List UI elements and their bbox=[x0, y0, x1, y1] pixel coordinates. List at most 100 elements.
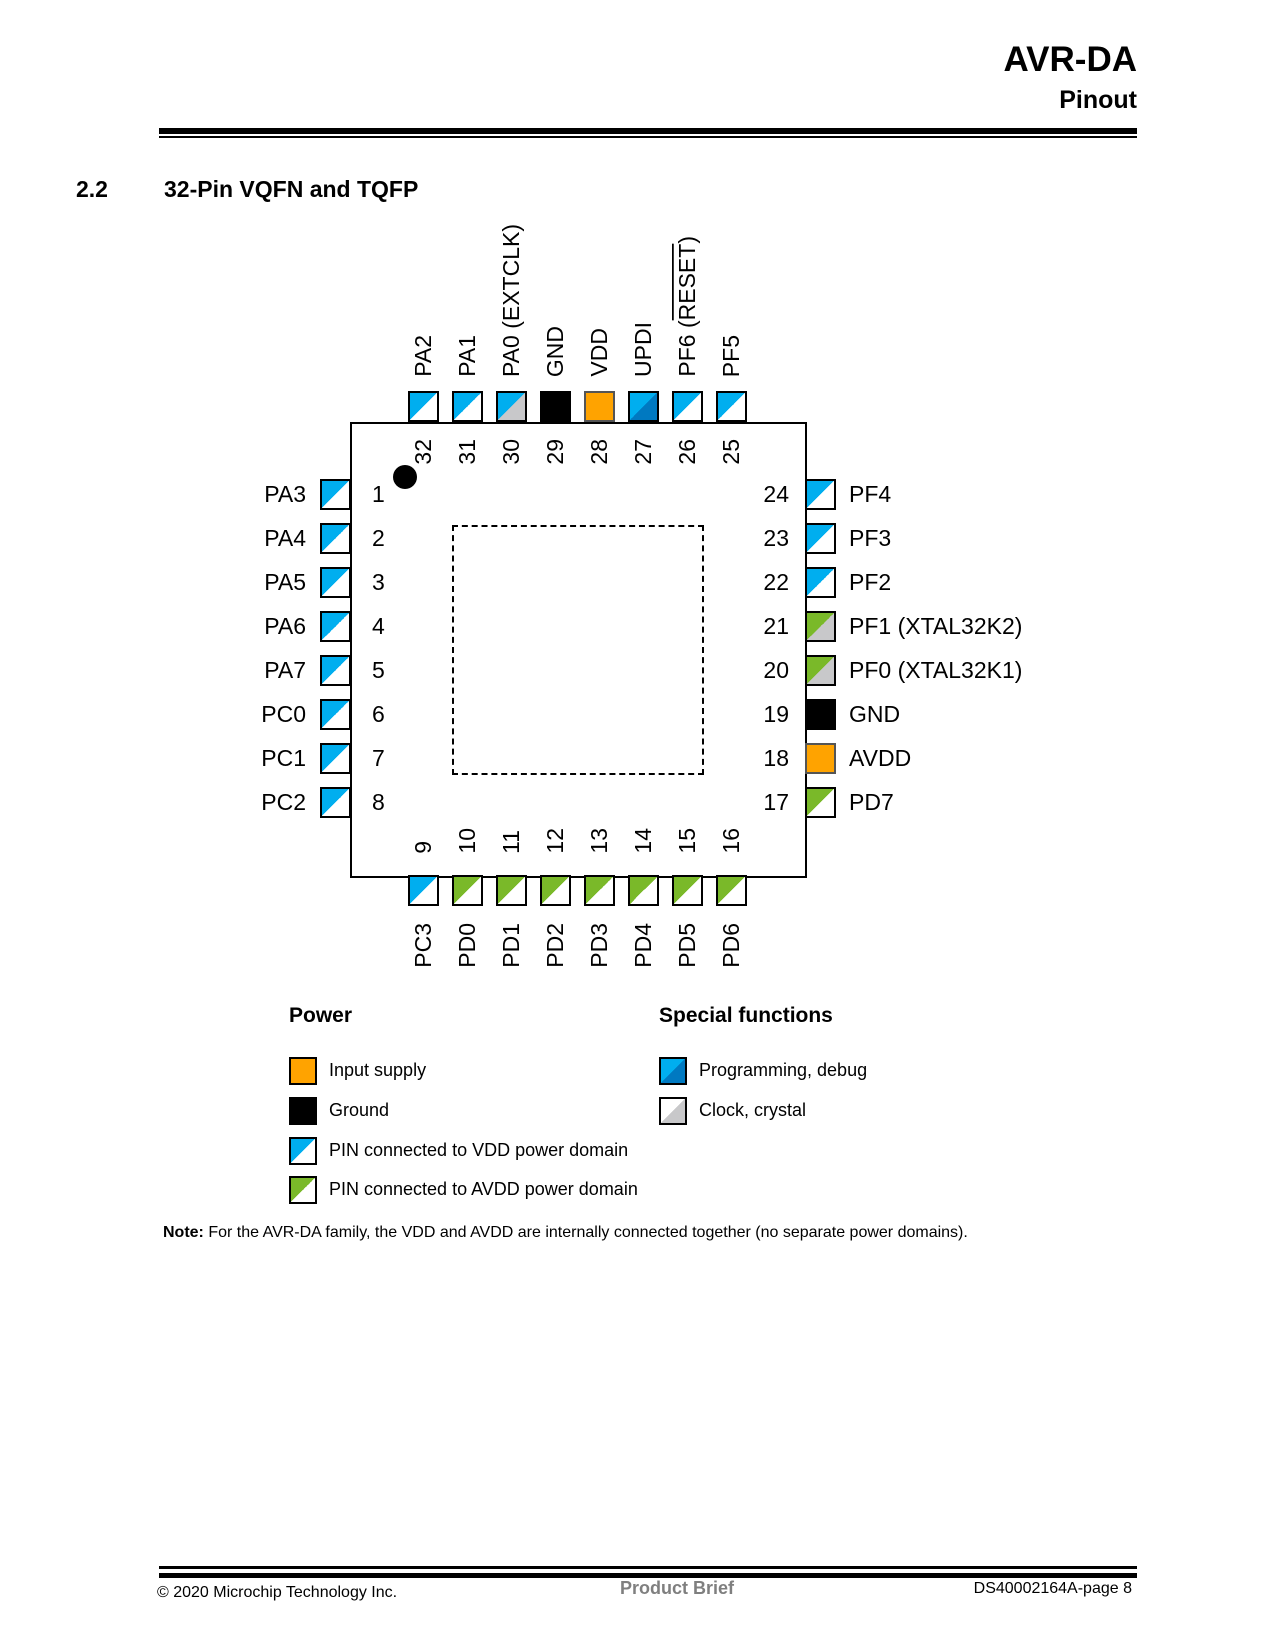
header-rule-thick bbox=[159, 128, 1137, 134]
pin-15-label: PD5 bbox=[674, 923, 700, 968]
section-number: 2.2 bbox=[76, 176, 108, 202]
pin-13-number: 13 bbox=[586, 828, 612, 854]
pin-label-text: PA2 bbox=[410, 335, 436, 377]
footer-copyright: © 2020 Microchip Technology Inc. bbox=[157, 1584, 398, 1601]
pin-label-text: PF4 bbox=[849, 481, 892, 507]
pin-21-number: 21 bbox=[763, 613, 789, 639]
document-title: AVR-DA bbox=[1003, 40, 1137, 79]
pin-15-number: 15 bbox=[674, 828, 700, 854]
pin-label-text: PA3 bbox=[264, 481, 306, 507]
pin-1-number: 1 bbox=[372, 481, 385, 507]
legend-swatch-vdd-prog bbox=[659, 1057, 687, 1085]
pin-label-text: PA5 bbox=[264, 569, 306, 595]
pin-24-marker bbox=[805, 479, 836, 510]
footer-page-number: DS40002164A-page 8 bbox=[973, 1580, 1132, 1597]
pin-1-label: PA3 bbox=[264, 482, 306, 506]
pin-6-number: 6 bbox=[372, 701, 385, 727]
pin-19-label: GND bbox=[849, 702, 900, 726]
pin-22-marker bbox=[805, 567, 836, 598]
legend-label: PIN connected to VDD power domain bbox=[329, 1140, 629, 1160]
pin-17-number: 17 bbox=[763, 789, 789, 815]
pin-25-label: PF5 bbox=[718, 335, 744, 377]
pin-label-text: PC2 bbox=[261, 789, 306, 815]
pin-label-text: GND bbox=[849, 701, 901, 727]
pin-label-text: PA0 (EXTCLK) bbox=[498, 224, 524, 377]
pin-32-number: 32 bbox=[410, 439, 436, 465]
pin-29-marker bbox=[540, 391, 571, 422]
pin-label-text: PA4 bbox=[264, 525, 306, 551]
pin-8-marker bbox=[320, 787, 351, 818]
pin-25-marker bbox=[716, 391, 747, 422]
pin-5-number: 5 bbox=[372, 657, 385, 683]
pin-10-label: PD0 bbox=[454, 923, 480, 968]
pin-label-text: PF2 bbox=[849, 569, 892, 595]
pin-2-label: PA4 bbox=[264, 526, 306, 550]
pin-6-marker bbox=[320, 699, 351, 730]
note-text: For the AVR-DA family, the VDD and AVDD … bbox=[203, 1224, 968, 1241]
pin-19-marker bbox=[805, 699, 836, 730]
pin-3-marker bbox=[320, 567, 351, 598]
pin-18-marker bbox=[805, 743, 836, 774]
legend-power-title: Power bbox=[289, 1004, 353, 1027]
pin-17-marker bbox=[805, 787, 836, 818]
legend-label: Clock, crystal bbox=[699, 1100, 807, 1120]
legend-swatch-supply bbox=[289, 1057, 317, 1085]
pin-27-label: UPDI bbox=[630, 322, 656, 377]
pin-17-label: PD7 bbox=[849, 790, 894, 814]
note-label: Note: bbox=[163, 1224, 204, 1241]
pin-label-text: PA7 bbox=[264, 657, 306, 683]
pin-28-marker bbox=[584, 391, 615, 422]
pin-32-marker bbox=[408, 391, 439, 422]
pin-5-label: PA7 bbox=[264, 658, 306, 682]
legend-special-title: Special functions bbox=[659, 1004, 833, 1027]
document-subtitle: Pinout bbox=[1059, 86, 1137, 114]
header-rule-thin bbox=[159, 136, 1137, 138]
pin-22-number: 22 bbox=[763, 569, 789, 595]
pin-7-number: 7 bbox=[372, 745, 385, 771]
footer-doc-type: Product Brief bbox=[620, 1578, 735, 1598]
pin-23-number: 23 bbox=[763, 525, 789, 551]
pin-4-marker bbox=[320, 611, 351, 642]
pin-27-marker bbox=[628, 391, 659, 422]
pin-3-number: 3 bbox=[372, 569, 385, 595]
pin-11-number: 11 bbox=[498, 830, 524, 854]
legend-swatch-vdd bbox=[289, 1137, 317, 1165]
pin-9-label: PC3 bbox=[410, 923, 436, 968]
legend-label: Input supply bbox=[329, 1060, 427, 1080]
pin-13-label: PD3 bbox=[586, 923, 612, 968]
pin-9-number: 9 bbox=[410, 841, 436, 854]
legend-swatch-avdd bbox=[289, 1176, 317, 1204]
pin-5-marker bbox=[320, 655, 351, 686]
pin-label-text: PD4 bbox=[630, 923, 656, 968]
legend-swatch-ground bbox=[289, 1097, 317, 1125]
pin-21-marker bbox=[805, 611, 836, 642]
pin1-indicator-dot bbox=[393, 465, 417, 489]
pin-16-number: 16 bbox=[718, 828, 744, 854]
legend-swatch-white-clock bbox=[659, 1097, 687, 1125]
pin-2-marker bbox=[320, 523, 351, 554]
pin-10-number: 10 bbox=[454, 828, 480, 854]
pin-7-marker bbox=[320, 743, 351, 774]
pin-7-label: PC1 bbox=[261, 746, 306, 770]
pin-26-number: 26 bbox=[674, 439, 700, 465]
pin-24-number: 24 bbox=[763, 481, 789, 507]
pin-label-text: PD2 bbox=[542, 923, 568, 968]
pin-31-label: PA1 bbox=[454, 335, 480, 377]
pin-30-label: PA0 (EXTCLK) bbox=[498, 224, 524, 377]
pin-label-text: AVDD bbox=[849, 745, 912, 771]
footer-rule-thick bbox=[159, 1573, 1137, 1578]
pin-10-marker bbox=[452, 875, 483, 906]
pin-3-label: PA5 bbox=[264, 570, 306, 594]
note: Note: For the AVR-DA family, the VDD and… bbox=[163, 1224, 968, 1242]
pin-label-text: PD7 bbox=[849, 789, 894, 815]
pin-14-label: PD4 bbox=[630, 923, 656, 968]
pin-29-label: GND bbox=[542, 326, 568, 377]
pin-label-text: PD5 bbox=[674, 923, 700, 968]
pin-31-number: 31 bbox=[454, 439, 480, 465]
pin-4-number: 4 bbox=[372, 613, 385, 639]
pin-1-marker bbox=[320, 479, 351, 510]
pin-20-label: PF0 (XTAL32K1) bbox=[849, 658, 1022, 682]
pin-2-number: 2 bbox=[372, 525, 385, 551]
pin-31-marker bbox=[452, 391, 483, 422]
